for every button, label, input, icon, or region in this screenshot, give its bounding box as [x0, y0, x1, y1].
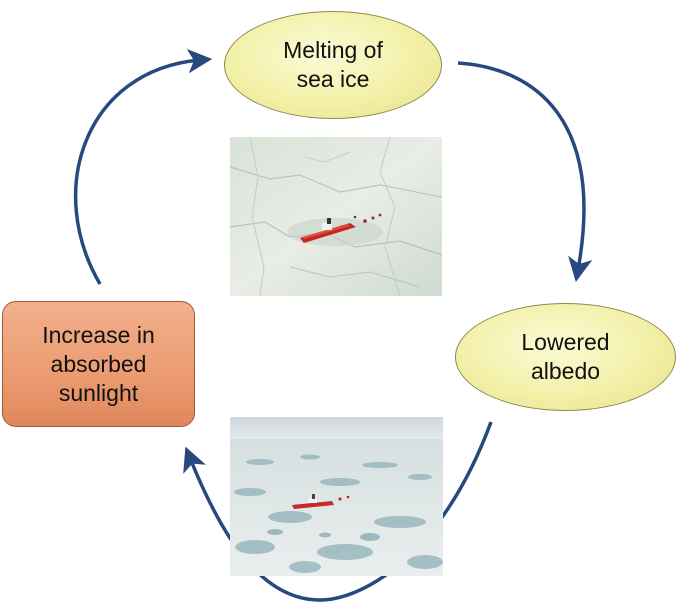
node-albedo-label: Lowered albedo [521, 329, 610, 384]
ship-bottom [292, 494, 334, 509]
node-melting-label: Melting of sea ice [283, 37, 383, 92]
photo-ship-in-sea-ice [230, 137, 442, 296]
photo-ship-in-melting-sea-ice [230, 417, 443, 576]
node-lowered-albedo: Lowered albedo [455, 303, 676, 411]
arrow-melting-to-albedo [457, 61, 593, 283]
ship-top [300, 218, 356, 243]
node-absorbed-label: Increase in absorbed sunlight [42, 321, 155, 406]
arrow-absorbed-to-melting [73, 48, 213, 285]
node-increase-absorbed-sunlight: Increase in absorbed sunlight [2, 301, 195, 427]
node-melting-sea-ice: Melting of sea ice [224, 11, 442, 119]
